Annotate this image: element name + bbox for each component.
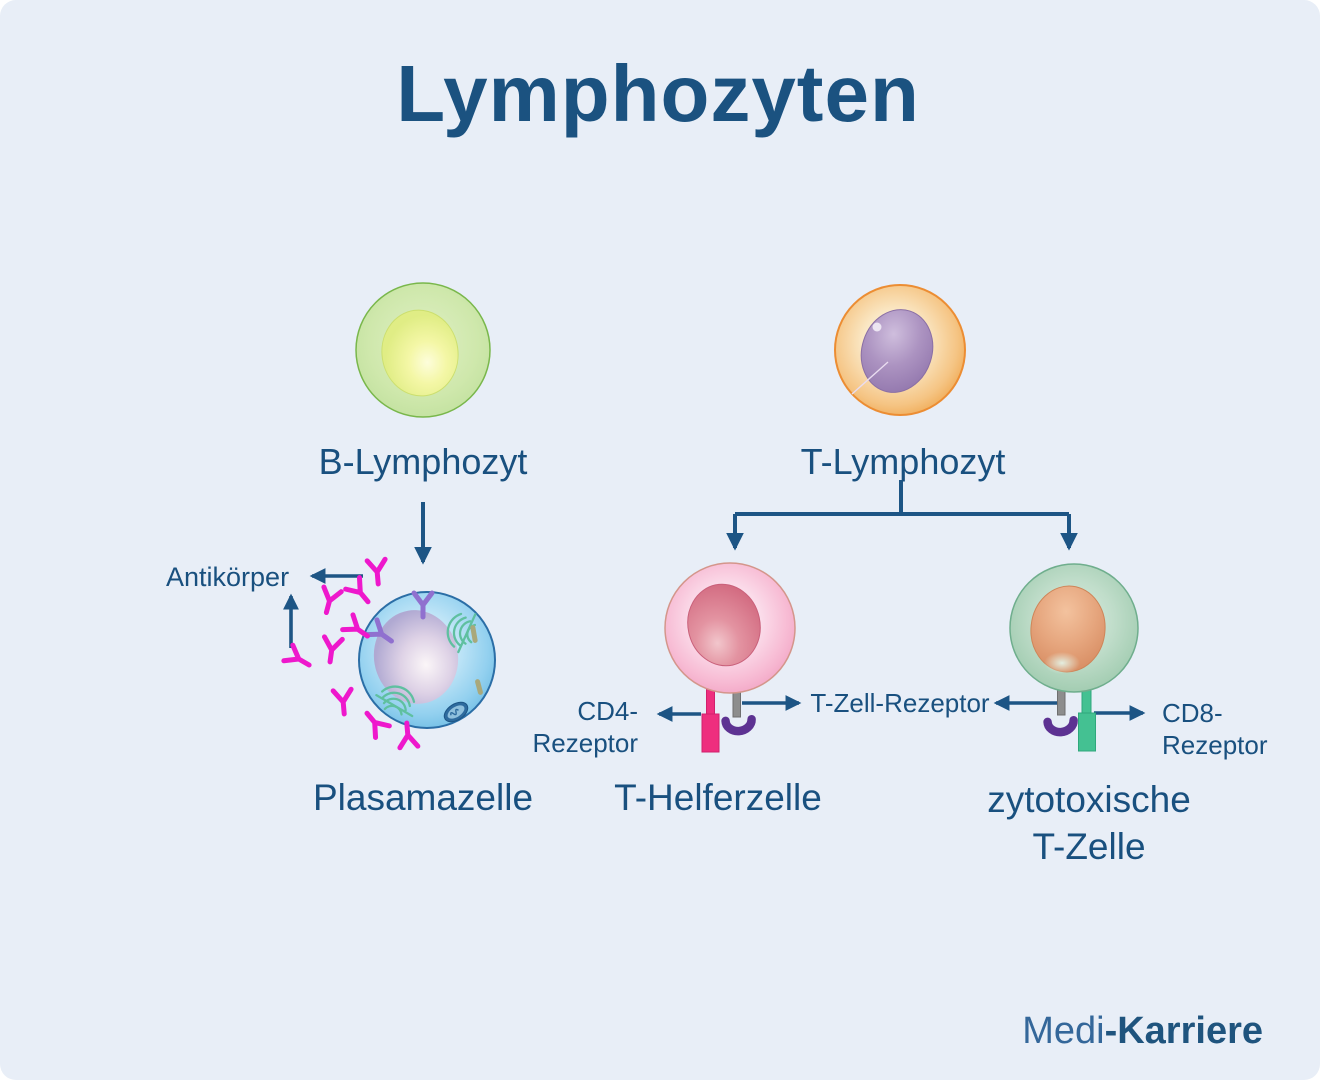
t-zell-receptor-stem [732, 689, 741, 718]
nucleus-highlight [1044, 652, 1080, 674]
organelle-rod [470, 625, 478, 643]
medi-karriere-logo: Medi-Karriere [1022, 1010, 1263, 1053]
t-helferzelle-label: T-Helferzelle [614, 777, 822, 818]
t-lymphozyt-cell [834, 284, 966, 416]
logo-part2: -Karriere [1104, 1010, 1263, 1052]
b-lymphozyt-label: B-Lymphozyt [318, 441, 528, 482]
cd4-rezeptor-label: CD4- Rezeptor [533, 695, 639, 759]
antikoerper-label: Antikörper [166, 562, 290, 592]
cd4-label-line1: CD4- [577, 696, 638, 726]
cd4-receptor-stem [706, 687, 715, 717]
t-helper-nucleus [687, 583, 761, 667]
t-zell-rezeptor-label: T-Zell-Rezeptor [810, 688, 990, 718]
zytotoxische-t-zelle-label: zytotoxische T-Zelle [987, 777, 1191, 870]
t-helper-cell [664, 562, 796, 753]
cd4-label-line2: Rezeptor [532, 728, 639, 759]
zytotoxische-label-line1: zytotoxische [987, 779, 1191, 820]
annotation-arrows [283, 568, 1146, 722]
cd8-label-line1: CD8- [1162, 698, 1223, 728]
b-lymphozyt-cell [355, 282, 491, 418]
antibody-icon [346, 578, 375, 608]
plasmazelle-label: Plasamazelle [312, 777, 534, 818]
t-zell-receptor-head [1043, 715, 1078, 737]
mitochondrion-icon [443, 701, 469, 723]
antibody-icon [333, 689, 353, 714]
t-lymphozyt-label: T-Lymphozyt [800, 441, 1006, 482]
logo-part1: Medi [1022, 1010, 1105, 1052]
antibody-icon [284, 645, 314, 673]
antibody-icon [318, 587, 342, 615]
plasma-cell [358, 592, 496, 729]
page-title: Lymphozyten [396, 49, 920, 138]
flow-arrows [414, 480, 1078, 565]
antibody-icon [367, 559, 387, 584]
b-cell-nucleus [381, 309, 459, 397]
plasma-cell-nucleus [373, 610, 459, 704]
t-zell-receptor-stem [1057, 687, 1066, 716]
t-zell-receptor-head [721, 714, 756, 736]
zytotoxische-label-line2: T-Zelle [1032, 825, 1146, 867]
antibody-icon [321, 637, 342, 663]
cd8-label-line2: Rezeptor [1162, 730, 1268, 761]
cd4-receptor [701, 713, 720, 753]
cd8-rezeptor-label: CD8- Rezeptor [1162, 697, 1268, 761]
cd8-receptor-stem [1081, 689, 1092, 716]
cd8-receptor [1078, 712, 1096, 752]
cytotoxic-t-cell [1009, 563, 1139, 752]
organelle-rod [475, 679, 483, 695]
